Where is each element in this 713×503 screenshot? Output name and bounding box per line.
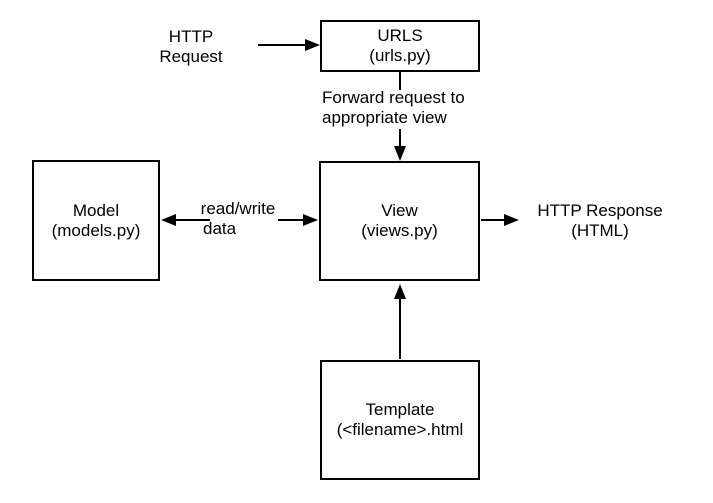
http-request-label: HTTP Request: [149, 27, 233, 67]
http-response-arrow: [481, 214, 519, 226]
read-write-data-label-line1: read/write: [200, 199, 276, 218]
arrowhead-up-icon: [394, 284, 406, 299]
model-box-subtitle: (models.py): [51, 220, 141, 240]
http-request-label-line1: HTTP: [168, 27, 214, 46]
template-view-arrow: [394, 284, 406, 359]
urls-box-title: URLS: [377, 26, 423, 45]
forward-request-arrow: [394, 72, 406, 161]
urls-box-subtitle: (urls.py): [369, 46, 431, 65]
arrowhead-right-icon: [305, 39, 320, 51]
http-request-label-line2: Request: [159, 47, 223, 66]
template-box-title: Template: [365, 400, 435, 419]
http-request-arrow: [258, 39, 320, 51]
http-response-label-line2: (HTML): [571, 221, 629, 240]
arrowhead-right-icon: [303, 214, 318, 226]
urls-box: URLS (urls.py): [320, 20, 480, 72]
http-response-label: HTTP Response (HTML): [525, 201, 675, 241]
model-box-title: Model: [72, 200, 120, 220]
model-box: Model (models.py): [32, 160, 160, 281]
forward-request-label: Forward request to appropriate view: [322, 88, 465, 128]
http-response-label-line1: HTTP Response: [537, 201, 663, 220]
forward-request-label-line2: appropriate view: [322, 108, 447, 127]
template-box: Template (<filename>.html: [320, 360, 480, 480]
view-box: View (views.py): [319, 161, 480, 281]
arrowhead-left-icon: [161, 214, 176, 226]
arrowhead-down-icon: [394, 146, 406, 161]
read-write-data-label-line2: data: [203, 219, 237, 238]
arrowhead-right-icon: [504, 214, 519, 226]
view-box-subtitle: (views.py): [361, 221, 438, 240]
read-write-arrow: [161, 214, 318, 226]
forward-request-label-line1: Forward request to: [322, 88, 465, 107]
view-box-title: View: [381, 201, 418, 220]
read-write-data-label: read/write data: [198, 199, 278, 239]
template-box-subtitle: (<filename>.html: [336, 420, 464, 439]
